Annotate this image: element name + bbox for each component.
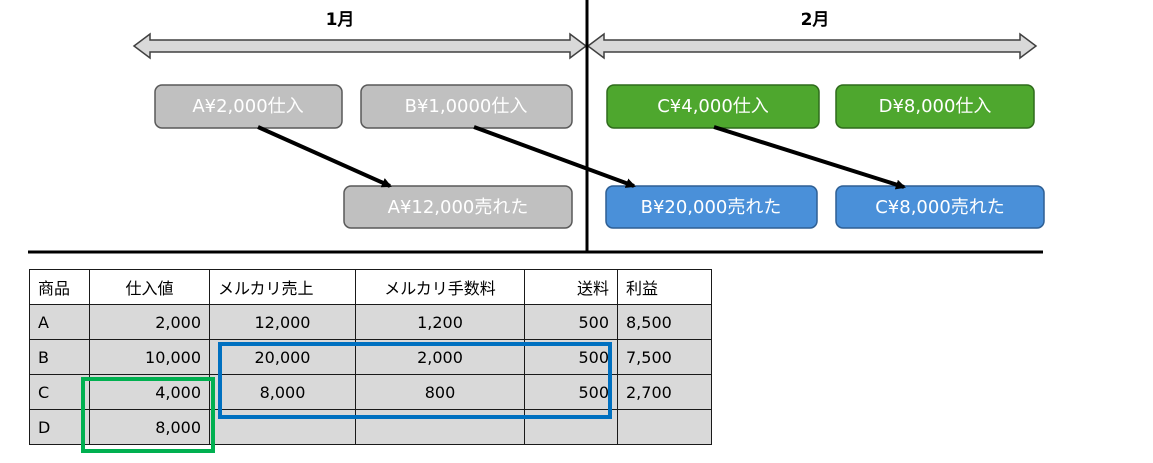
table-row: A 2,000 12,000 1,200 500 8,500 xyxy=(29,304,712,340)
table-cell: 8,000 xyxy=(89,409,210,445)
sale-box-a xyxy=(343,185,573,229)
table-cell: 12,000 xyxy=(209,304,356,340)
month-1-span-arrow xyxy=(132,32,588,60)
sales-highlight-frame xyxy=(218,342,612,419)
table-cell: 500 xyxy=(524,374,618,410)
table-cell: 10,000 xyxy=(89,339,210,375)
month-2-label: 2月 xyxy=(801,10,830,30)
table-cell xyxy=(617,409,712,445)
purchase-box-c xyxy=(606,84,820,129)
table-cell: 2,000 xyxy=(89,304,210,340)
table-cell: B xyxy=(29,339,90,375)
table-cell: 7,500 xyxy=(617,339,712,375)
purchase-label-a: A¥2,000仕入 xyxy=(192,96,303,117)
month-2-span-arrow xyxy=(586,32,1038,60)
table-cell: 8,500 xyxy=(617,304,712,340)
header-cell: 利益 xyxy=(617,269,712,305)
purchase-box-d xyxy=(835,84,1035,129)
sale-label-a: A¥12,000売れた xyxy=(388,197,529,218)
arrow-a-purchase-to-sale xyxy=(257,125,392,188)
purchase-highlight-frame xyxy=(81,377,215,453)
sale-label-c: C¥8,000売れた xyxy=(875,197,1005,218)
header-cell: メルカリ売上 xyxy=(209,269,356,305)
purchase-box-b xyxy=(360,84,573,129)
header-cell: 仕入値 xyxy=(89,269,210,305)
header-cell: メルカリ手数料 xyxy=(355,269,525,305)
table-cell: D xyxy=(29,409,90,445)
purchase-label-c: C¥4,000仕入 xyxy=(657,96,769,117)
header-cell: 送料 xyxy=(524,269,618,305)
sale-box-b xyxy=(605,185,818,229)
table-cell: 1,200 xyxy=(355,304,525,340)
arrow-c-purchase-to-sale xyxy=(713,125,906,190)
table-cell: A xyxy=(29,304,90,340)
month-1-label: 1月 xyxy=(326,10,355,30)
table-cell: 8,000 xyxy=(209,374,356,410)
sale-label-b: B¥20,000売れた xyxy=(641,197,782,218)
table-header-row: 商品 仕入値 メルカリ売上 メルカリ手数料 送料 利益 xyxy=(29,269,712,305)
profit-table: 商品 仕入値 メルカリ売上 メルカリ手数料 送料 利益 A 2,000 12,0… xyxy=(29,269,712,445)
purchase-box-a xyxy=(154,84,343,129)
purchase-label-b: B¥1,0000仕入 xyxy=(405,96,528,117)
table-cell: 500 xyxy=(524,304,618,340)
table-cell: 2,700 xyxy=(617,374,712,410)
sale-box-c xyxy=(835,185,1045,229)
arrow-b-purchase-to-sale xyxy=(473,125,636,188)
header-cell: 商品 xyxy=(29,269,90,305)
table-cell: C xyxy=(29,374,90,410)
table-cell: 800 xyxy=(355,374,525,410)
purchase-label-d: D¥8,000仕入 xyxy=(879,96,992,117)
